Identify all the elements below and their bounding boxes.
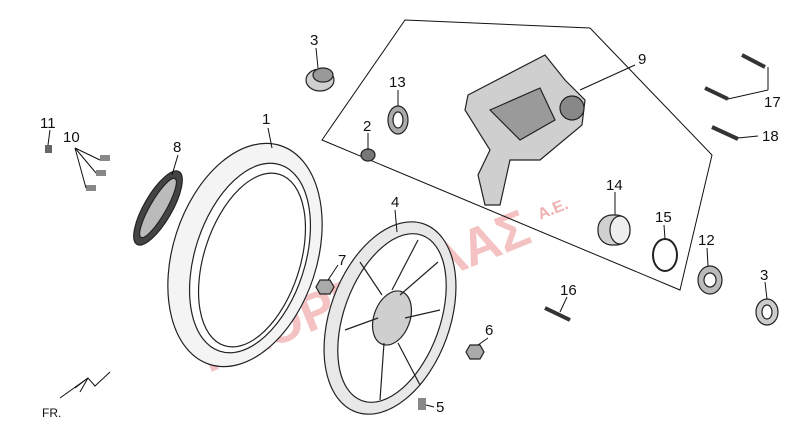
label-part-1: 1: [262, 111, 270, 128]
tire: [167, 142, 323, 368]
front-direction-arrow: FR.: [42, 371, 111, 420]
bolt-18: [711, 125, 739, 141]
label-part-18: 18: [762, 128, 779, 145]
valve-parts-10: [86, 155, 110, 191]
label-part-3-right: 3: [760, 267, 768, 284]
watermark-suffix: A.E.: [535, 196, 570, 223]
bolts-17: [704, 53, 766, 101]
bushing-top: [305, 67, 335, 92]
label-part-5: 5: [436, 399, 444, 416]
label-part-13: 13: [389, 74, 406, 91]
label-part-17: 17: [764, 94, 781, 111]
spacer-14: [597, 214, 631, 246]
label-part-10: 10: [63, 129, 80, 146]
swing-arm-bracket: [464, 54, 586, 206]
label-part-4: 4: [391, 194, 399, 211]
bearing-12: [697, 265, 723, 295]
rim: [323, 221, 457, 415]
bolt-16: [544, 306, 571, 322]
bushing-right: [755, 298, 779, 326]
label-part-3-top: 3: [310, 32, 318, 49]
nut-6: [465, 344, 485, 360]
bearing-13: [387, 105, 409, 135]
valve-cap-11: [45, 145, 52, 153]
label-part-15: 15: [655, 209, 672, 226]
label-part-2: 2: [363, 118, 371, 135]
label-part-11: 11: [40, 115, 56, 132]
circlip: [652, 238, 678, 272]
label-part-8: 8: [173, 139, 181, 156]
spacer-2: [360, 148, 376, 162]
leader-lines: [47, 47, 769, 408]
assembly-frame: [321, 19, 713, 291]
label-part-7: 7: [338, 252, 346, 269]
label-part-12: 12: [698, 232, 715, 249]
screw-5: [418, 398, 426, 410]
label-part-6: 6: [485, 322, 493, 339]
nut-7: [315, 279, 335, 295]
brake-disc: [133, 170, 183, 246]
label-part-9: 9: [638, 51, 646, 68]
label-part-16: 16: [560, 282, 577, 299]
label-part-14: 14: [606, 177, 623, 194]
front-direction-label: FR.: [42, 406, 61, 420]
